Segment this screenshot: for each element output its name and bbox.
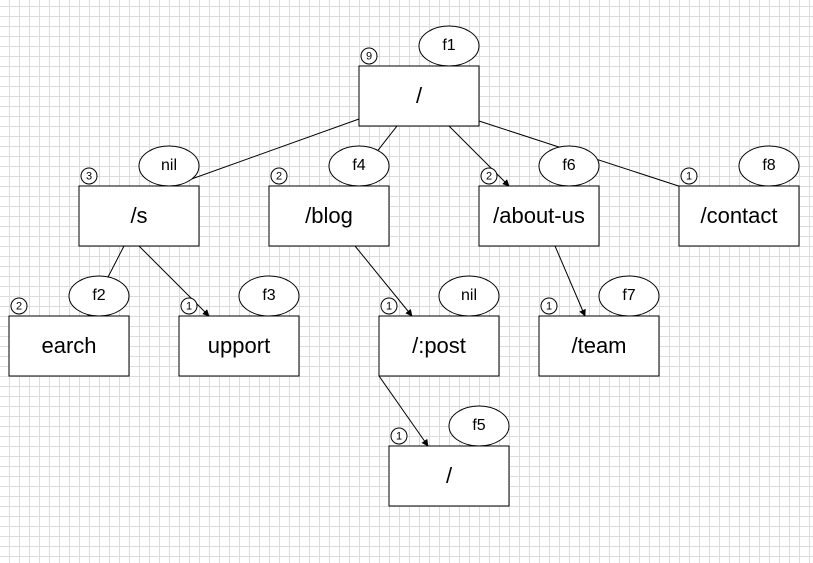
count-label: 1 [386, 300, 392, 312]
count-circle [360, 47, 378, 65]
node-box [678, 185, 800, 247]
node-box [268, 185, 390, 247]
count-label: 2 [486, 170, 492, 182]
count-label: 2 [16, 300, 22, 312]
node-box [358, 65, 480, 127]
count-circle [380, 297, 398, 315]
handler-ellipse [68, 275, 130, 317]
count-circle [10, 297, 28, 315]
node-label: /contact [700, 203, 777, 228]
edge-s-to-upport [138, 245, 210, 317]
node-earch: earch f2 2 [8, 275, 130, 377]
count-circle [80, 167, 98, 185]
handler-label: f7 [622, 287, 635, 304]
handler-label: f3 [262, 287, 275, 304]
handler-label: f8 [762, 157, 775, 174]
count-circle [540, 297, 558, 315]
count-circle [390, 427, 408, 445]
count-label: 1 [186, 300, 192, 312]
handler-label: nil [461, 287, 477, 304]
node-box [388, 445, 510, 507]
handler-ellipse [418, 25, 480, 67]
nodes-layer: / f1 9/s nil 3/blog f4 2/about-us f6 2/contact f8… [8, 25, 800, 507]
count-circle [270, 167, 288, 185]
node-box [8, 315, 130, 377]
node-box [478, 185, 600, 247]
node-s: /s nil 3 [78, 145, 200, 247]
node-label: /s [130, 203, 147, 228]
count-label: 1 [396, 430, 402, 442]
handler-ellipse [738, 145, 800, 187]
handler-label: f6 [562, 157, 575, 174]
count-label: 9 [366, 50, 372, 62]
count-label: 2 [276, 170, 282, 182]
handler-ellipse [328, 145, 390, 187]
handler-label: f1 [442, 37, 455, 54]
edge-post-to-postroot [378, 375, 429, 447]
handler-label: f4 [352, 157, 365, 174]
node-box [78, 185, 200, 247]
node-box [538, 315, 660, 377]
node-upport: upport f3 1 [178, 275, 300, 377]
node-postroot: / f5 1 [388, 405, 510, 507]
count-circle [180, 297, 198, 315]
handler-ellipse [448, 405, 510, 447]
node-label: / [446, 463, 453, 488]
node-root: / f1 9 [358, 25, 480, 127]
node-label: /:post [412, 333, 466, 358]
edge-blog-to-post [354, 245, 413, 317]
count-label: 1 [546, 300, 552, 312]
count-circle [680, 167, 698, 185]
handler-label: f2 [92, 287, 105, 304]
handler-label: f5 [472, 417, 485, 434]
node-blog: /blog f4 2 [268, 145, 390, 247]
node-contact: /contact f8 1 [678, 145, 800, 247]
node-box [178, 315, 300, 377]
handler-ellipse [138, 145, 200, 187]
count-label: 1 [686, 170, 692, 182]
node-label: / [416, 83, 423, 108]
node-label: /about-us [493, 203, 585, 228]
handler-ellipse [438, 275, 500, 317]
node-label: /team [571, 333, 626, 358]
edge-root-to-aboutus [448, 125, 510, 187]
edge-root-to-s [171, 118, 360, 188]
handler-ellipse [598, 275, 660, 317]
node-post: /:post nil 1 [378, 275, 500, 377]
node-box [378, 315, 500, 377]
handler-label: nil [161, 157, 177, 174]
count-label: 3 [86, 170, 92, 182]
node-label: upport [208, 333, 270, 358]
node-team: /team f7 1 [538, 275, 660, 377]
node-label: earch [41, 333, 96, 358]
handler-ellipse [538, 145, 600, 187]
count-circle [480, 167, 498, 185]
edge-aboutus-to-team [554, 245, 586, 317]
handler-ellipse [238, 275, 300, 317]
node-aboutus: /about-us f6 2 [478, 145, 600, 247]
node-label: /blog [305, 203, 353, 228]
